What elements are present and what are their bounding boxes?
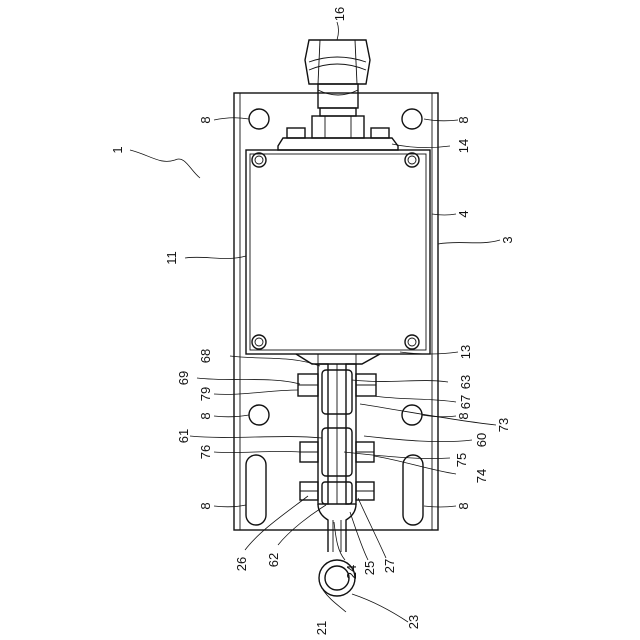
housing-4: [246, 150, 430, 354]
label-75: 75: [454, 453, 469, 467]
label-8: 8: [456, 412, 471, 419]
fitting-16: [278, 40, 398, 150]
label-62: 62: [266, 553, 281, 567]
label-69: 69: [176, 371, 191, 385]
label-74: 74: [474, 469, 489, 483]
label-25: 25: [362, 561, 377, 575]
label-79: 79: [198, 387, 213, 401]
label-14: 14: [456, 139, 471, 153]
hook-21: [318, 504, 356, 596]
base-plate-3: [234, 93, 438, 530]
label-76: 76: [198, 445, 213, 459]
label-21: 21: [314, 621, 329, 635]
link-assembly-60: [318, 364, 356, 504]
label-8: 8: [198, 502, 213, 509]
label-26: 26: [234, 557, 249, 571]
label-13: 13: [458, 345, 473, 359]
label-8: 8: [198, 116, 213, 123]
mounting-holes-8: [246, 109, 423, 525]
label-3: 3: [500, 236, 515, 243]
label-73: 73: [496, 418, 511, 432]
leader-lines: [130, 22, 500, 622]
label-8: 8: [198, 412, 213, 419]
label-4: 4: [456, 210, 471, 217]
label-60: 60: [474, 433, 489, 447]
label-24: 24: [344, 565, 359, 579]
label-8: 8: [456, 502, 471, 509]
label-1: 1: [110, 146, 125, 153]
label-68: 68: [198, 349, 213, 363]
label-63: 63: [458, 375, 473, 389]
label-11: 11: [164, 251, 179, 265]
reference-numerals: 1 16 8 8 14 4 3 11 13 68 69 79 63 67 8 8…: [110, 7, 515, 635]
label-8: 8: [456, 116, 471, 123]
label-61: 61: [176, 429, 191, 443]
label-23: 23: [406, 615, 421, 629]
label-16: 16: [332, 7, 347, 21]
label-27: 27: [382, 559, 397, 573]
label-67: 67: [458, 395, 473, 409]
